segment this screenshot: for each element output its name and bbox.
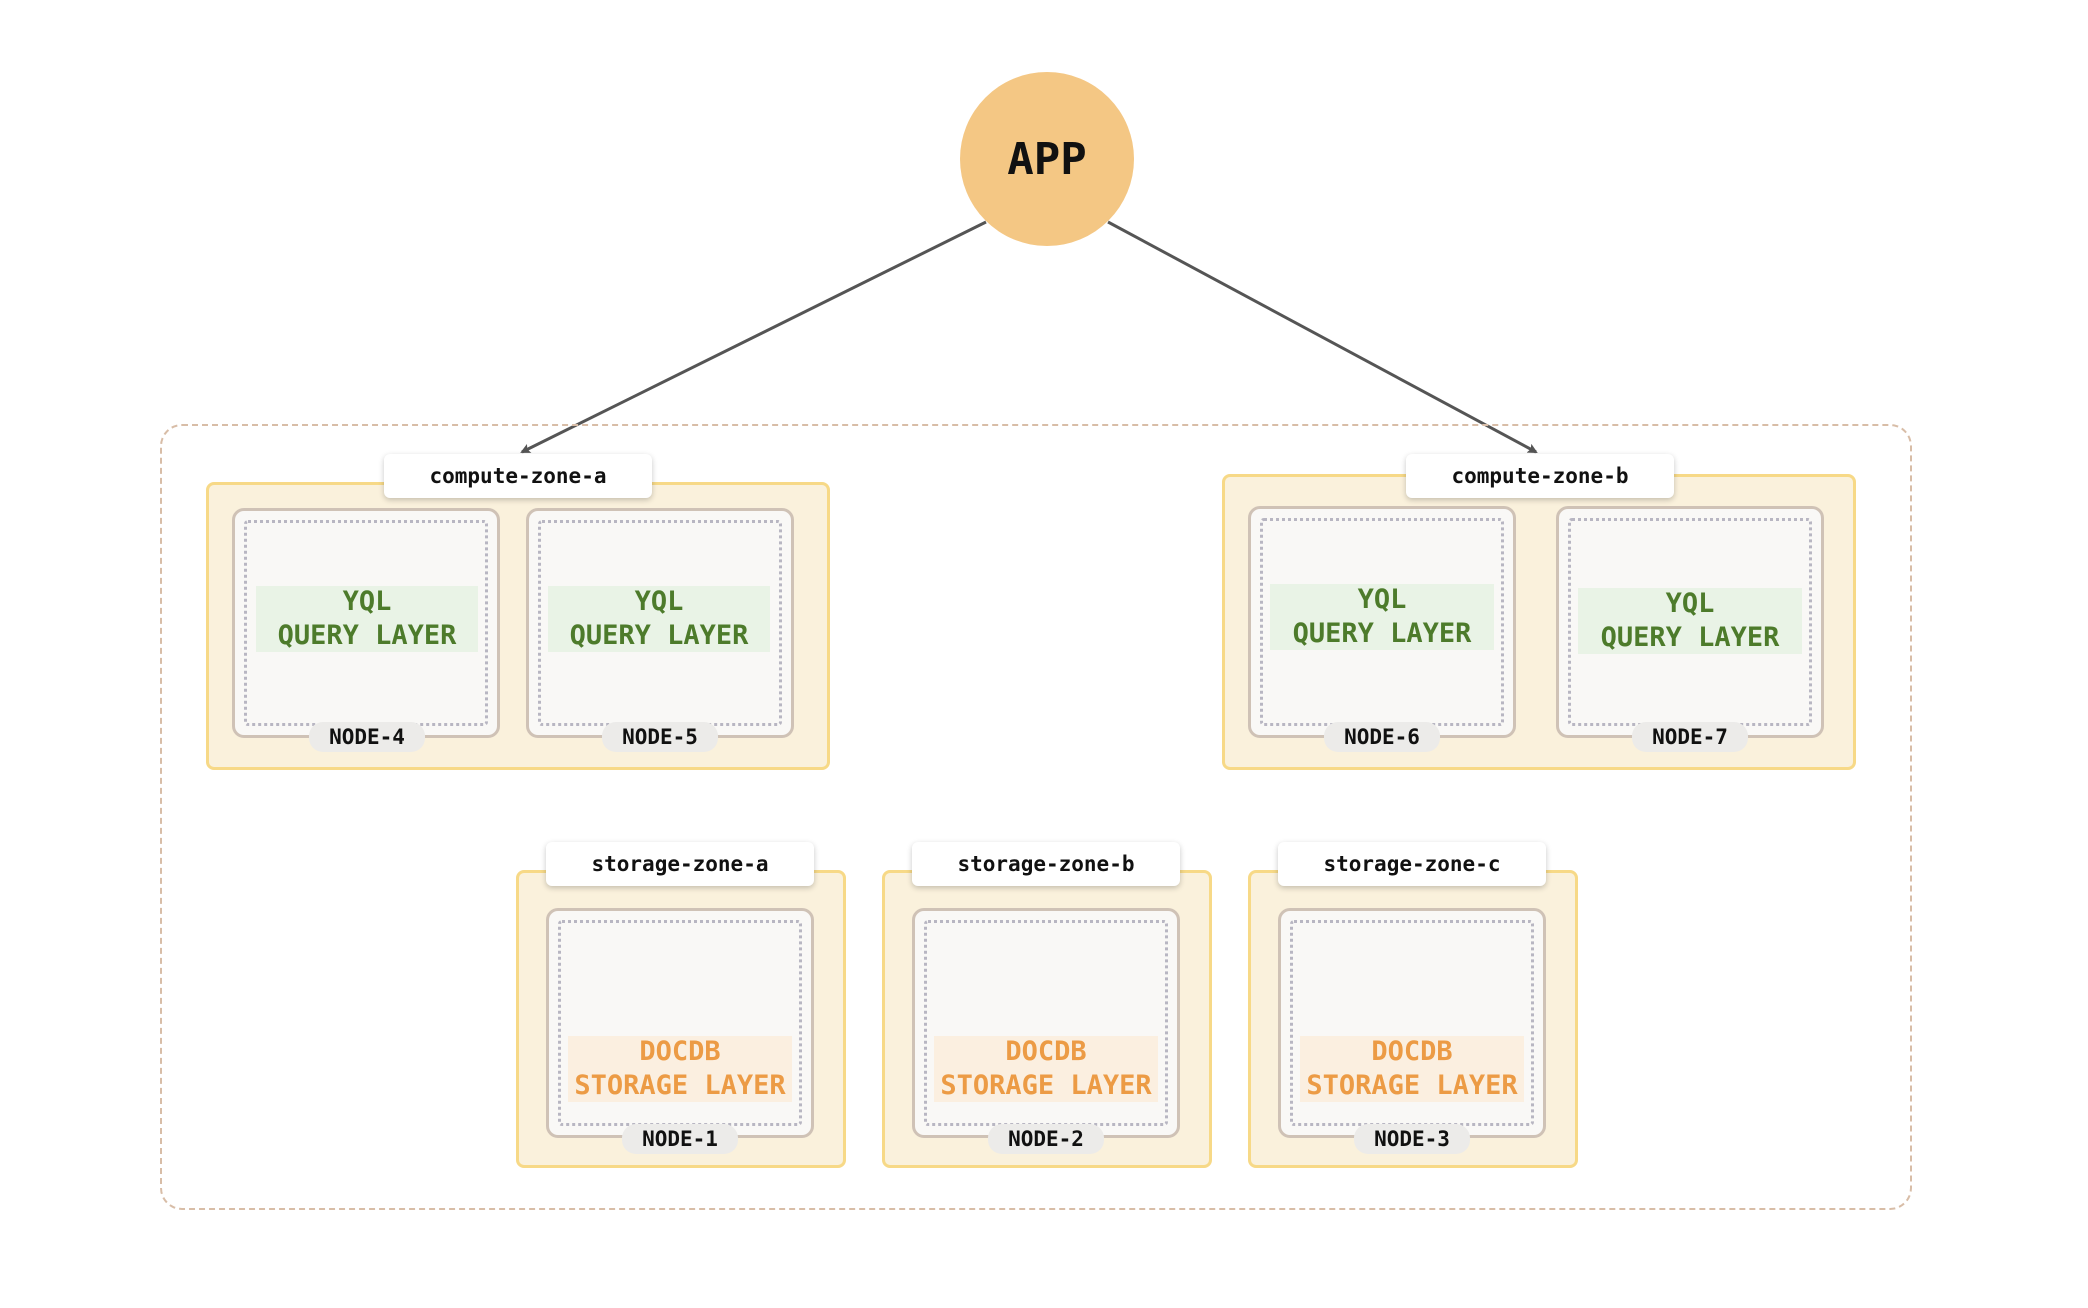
node-3-storage-layer: DOCDB STORAGE LAYER xyxy=(1300,1036,1524,1102)
node-1-badge: NODE-1 xyxy=(622,1124,738,1154)
node-6-query-layer: YQL QUERY LAYER xyxy=(1270,584,1494,650)
storage-zone-a-label: storage-zone-a xyxy=(546,842,814,886)
compute-zone-b-label: compute-zone-b xyxy=(1406,454,1674,498)
node-4-query-layer: YQL QUERY LAYER xyxy=(256,586,478,652)
node-7-badge: NODE-7 xyxy=(1632,722,1748,752)
node-1 xyxy=(546,908,814,1138)
node-3 xyxy=(1278,908,1546,1138)
node-3-badge: NODE-3 xyxy=(1354,1124,1470,1154)
node-1-storage-layer: DOCDB STORAGE LAYER xyxy=(568,1036,792,1102)
node-2 xyxy=(912,908,1180,1138)
node-2-storage-layer: DOCDB STORAGE LAYER xyxy=(934,1036,1158,1102)
arrow-app-to-compute-zone-a xyxy=(520,220,987,454)
storage-zone-b-label: storage-zone-b xyxy=(912,842,1180,886)
arrow-app-to-compute-zone-b xyxy=(1107,220,1538,454)
storage-zone-c-label: storage-zone-c xyxy=(1278,842,1546,886)
node-6-badge: NODE-6 xyxy=(1324,722,1440,752)
app-label: APP xyxy=(1007,133,1087,185)
cluster-boundary xyxy=(160,424,1912,1210)
node-5-query-layer: YQL QUERY LAYER xyxy=(548,586,770,652)
app-node: APP xyxy=(960,72,1134,246)
node-2-badge: NODE-2 xyxy=(988,1124,1104,1154)
compute-zone-a-label: compute-zone-a xyxy=(384,454,652,498)
node-5-badge: NODE-5 xyxy=(602,722,718,752)
node-7-query-layer: YQL QUERY LAYER xyxy=(1578,588,1802,654)
node-4-badge: NODE-4 xyxy=(309,722,425,752)
